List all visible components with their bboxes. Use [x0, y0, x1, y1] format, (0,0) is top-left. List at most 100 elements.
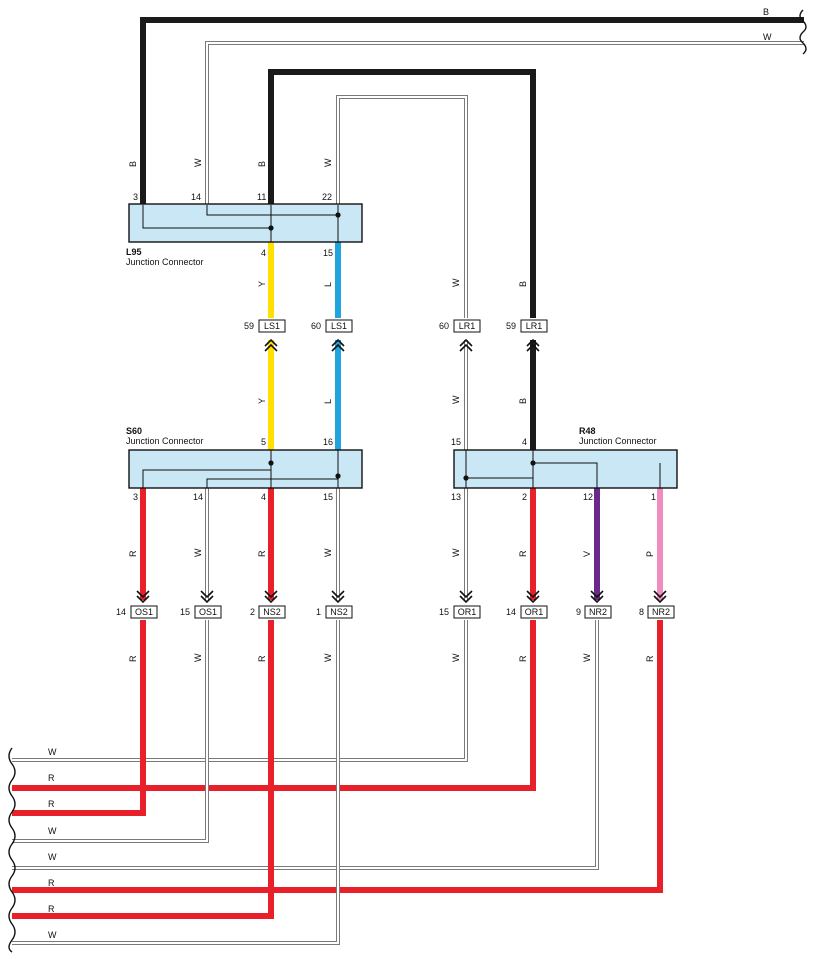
pin-l95-top-1: 3 — [133, 192, 138, 202]
tag-ns2-1: NS2 1 — [316, 605, 353, 619]
pin-s60-bottom-1: 3 — [133, 492, 138, 502]
pin-s60-bottom-3: 4 — [261, 492, 266, 502]
tag-or1-14-pin: 14 — [506, 607, 516, 617]
wire-r-or1-to-bus — [12, 620, 536, 791]
wire-w-lr1-to-bus — [12, 620, 468, 762]
wire-label-w-lr1-upper: W — [451, 278, 461, 287]
pin-s60-bottom-2: 14 — [193, 492, 203, 502]
tag-ls1-59: LS1 59 — [244, 319, 286, 333]
wire-label-below-7: W — [582, 653, 592, 662]
tag-ns2-2: NS2 2 — [250, 605, 286, 619]
wire-w-os1-to-bus — [12, 620, 209, 843]
wire-b-loop — [268, 69, 536, 318]
tag-os1-15: OS1 15 — [180, 605, 222, 619]
wire-label-bus-8: W — [48, 930, 57, 940]
tag-ls1-59-pin: 59 — [244, 321, 254, 331]
connector-l95 — [128, 203, 363, 243]
tag-or1-14-name: OR1 — [525, 607, 544, 617]
wire-label-top-w: W — [763, 32, 772, 42]
tag-ns2-2-name: NS2 — [263, 607, 281, 617]
tag-or1-14: OR1 14 — [506, 605, 548, 619]
tag-ls1-59-name: LS1 — [264, 321, 280, 331]
connector-r48-title: Junction Connector — [579, 436, 657, 446]
connector-s60-title: Junction Connector — [126, 436, 204, 446]
pin-r48-top-2: 4 — [522, 437, 527, 447]
pin-s60-top-2: 16 — [323, 437, 333, 447]
wire-label-below-4: W — [323, 653, 333, 662]
wire-r-nr2-to-bus — [12, 620, 663, 893]
tag-lr1-60: LR1 60 — [439, 319, 481, 333]
tag-ls1-60-name: LS1 — [331, 321, 347, 331]
wire-label-bus-2: R — [48, 773, 55, 783]
wire-label-r48-down-3: V — [582, 551, 592, 557]
connector-s60-id: S60 — [126, 426, 142, 436]
chevron-down-icon — [136, 590, 667, 604]
tag-os1-14-name: OS1 — [135, 607, 153, 617]
pin-l95-top-4: 22 — [322, 192, 332, 202]
wire-label-l-upper: L — [323, 282, 333, 287]
break-mark-left — [8, 747, 16, 953]
tag-os1-15-name: OS1 — [199, 607, 217, 617]
wire-label-s60-down-2: W — [193, 548, 203, 557]
wire-label-l95-in-3: B — [257, 161, 267, 167]
tag-lr1-60-name: LR1 — [459, 321, 476, 331]
tag-lr1-60-pin: 60 — [439, 321, 449, 331]
wire-r-ns2-to-bus — [12, 620, 274, 919]
wire-w-nr2-to-bus — [12, 620, 599, 870]
tag-or1-15-pin: 15 — [439, 607, 449, 617]
pin-l95-bottom-1: 4 — [261, 248, 266, 258]
wire-label-top-b: B — [763, 7, 769, 17]
wire-label-below-5: W — [451, 653, 461, 662]
wire-label-s60-down-1: R — [128, 550, 138, 557]
wire-w-ns2-to-bus — [12, 620, 340, 945]
tag-os1-15-pin: 15 — [180, 607, 190, 617]
wire-label-bus-3: R — [48, 799, 55, 809]
pin-r48-bottom-3: 12 — [583, 492, 593, 502]
wire-label-bus-7: R — [48, 904, 55, 914]
wire-label-b-lr1-upper: B — [518, 281, 528, 287]
tag-ns2-1-pin: 1 — [316, 607, 321, 617]
tag-or1-15: OR1 15 — [439, 605, 481, 619]
connector-l95-id: L95 — [126, 247, 142, 257]
wire-label-r48-down-2: R — [518, 550, 528, 557]
tag-ls1-60: LS1 60 — [311, 319, 353, 333]
wire-w-loop — [336, 95, 468, 318]
pin-r48-bottom-1: 13 — [451, 492, 461, 502]
wire-label-b-lr1-lower: B — [518, 398, 528, 404]
tag-os1-14-pin: 14 — [116, 607, 126, 617]
connector-l95-title: Junction Connector — [126, 257, 204, 267]
wire-label-l95-in-1: B — [128, 161, 138, 167]
tag-nr2-8: NR2 8 — [639, 605, 675, 619]
wire-label-l95-in-4: W — [323, 158, 333, 167]
pin-r48-bottom-2: 2 — [522, 492, 527, 502]
break-mark-right — [799, 9, 807, 55]
pin-s60-top-1: 5 — [261, 437, 266, 447]
tag-ls1-60-pin: 60 — [311, 321, 321, 331]
tag-nr2-9-pin: 9 — [576, 607, 581, 617]
wire-label-s60-down-3: R — [257, 550, 267, 557]
wire-w-top — [205, 41, 804, 205]
wire-label-w-lr1-lower: W — [451, 395, 461, 404]
wire-r-os1-to-bus — [12, 620, 146, 816]
pin-l95-top-2: 14 — [191, 192, 201, 202]
wire-label-below-1: R — [128, 655, 138, 662]
wire-label-below-3: R — [257, 655, 267, 662]
wire-label-r48-down-4: P — [645, 551, 655, 557]
tag-or1-15-name: OR1 — [458, 607, 477, 617]
wire-label-bus-5: W — [48, 852, 57, 862]
wire-label-below-8: R — [645, 655, 655, 662]
wire-label-y-lower: Y — [257, 398, 267, 404]
wire-label-below-6: R — [518, 655, 528, 662]
wire-label-bus-6: R — [48, 878, 55, 888]
wire-label-r48-down-1: W — [451, 548, 461, 557]
tag-nr2-8-name: NR2 — [652, 607, 670, 617]
tag-nr2-8-pin: 8 — [639, 607, 644, 617]
tag-ns2-2-pin: 2 — [250, 607, 255, 617]
pin-r48-bottom-4: 1 — [651, 492, 656, 502]
pin-r48-top-1: 15 — [451, 437, 461, 447]
tag-lr1-59: LR1 59 — [506, 319, 548, 333]
tag-ns2-1-name: NS2 — [330, 607, 348, 617]
wire-label-l95-in-2: W — [193, 158, 203, 167]
wire-label-bus-4: W — [48, 826, 57, 836]
